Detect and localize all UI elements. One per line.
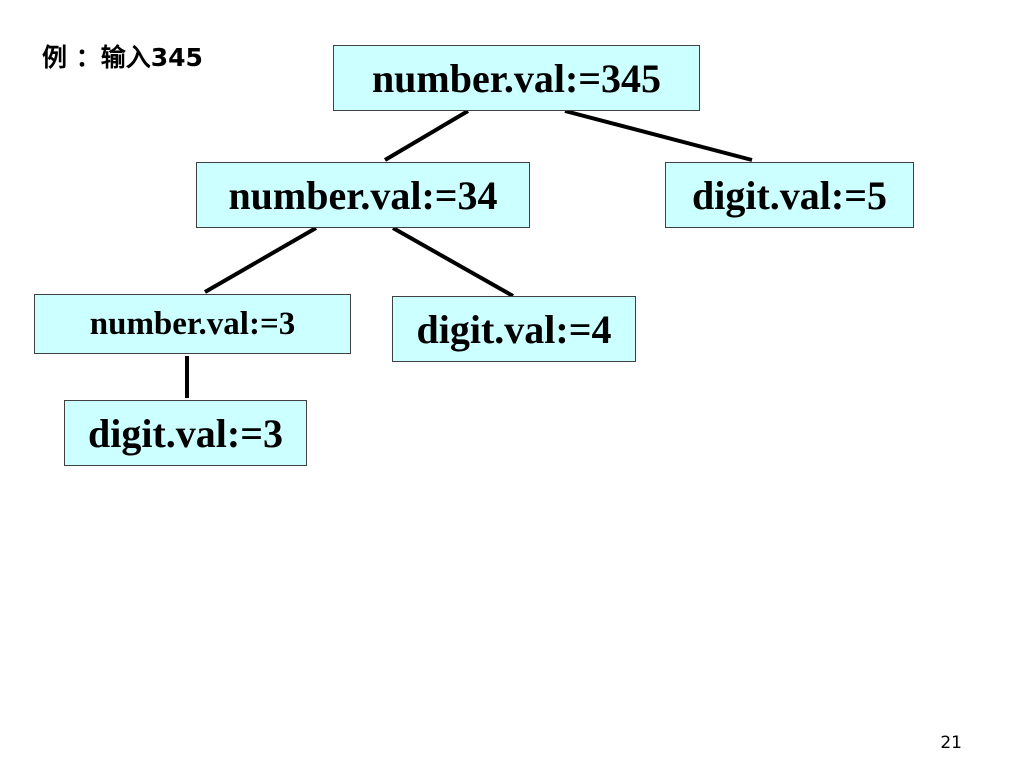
edge-root-to-digit-5 [564,109,753,162]
node-number-34: number.val:=34 [196,162,530,228]
node-number-345: number.val:=345 [333,45,700,111]
edge-number-34-to-digit-4 [392,226,514,298]
edge-root-to-number-34 [383,109,470,162]
page-number: 21 [940,733,962,753]
example-label: 例 ：输入345 [42,43,203,72]
node-digit-3: digit.val:=3 [64,400,307,466]
node-number-3: number.val:=3 [34,294,351,354]
edge-number-34-to-number-3 [204,226,317,294]
node-digit-4: digit.val:=4 [392,296,636,362]
node-digit-5: digit.val:=5 [665,162,914,228]
